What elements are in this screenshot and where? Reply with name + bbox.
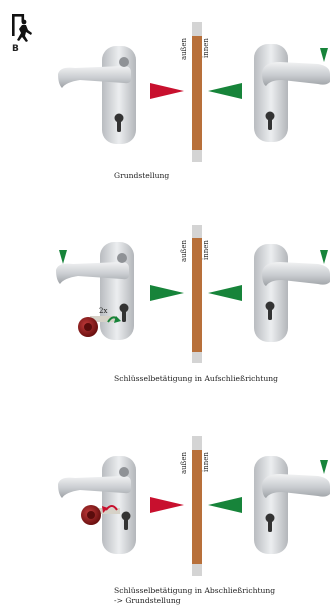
door-leaf-1 <box>192 36 202 150</box>
arrow-green-3 <box>208 497 242 513</box>
inside-handle-1 <box>254 44 330 142</box>
outside-label-1: außen <box>180 38 188 61</box>
direction-marker-2b <box>320 250 328 264</box>
step-3-illustration: außen innen <box>58 436 330 576</box>
outside-handle-2 <box>56 242 134 340</box>
step-1-illustration: außen innen <box>58 22 330 162</box>
emergency-exit-icon <box>12 14 32 42</box>
inside-label-1: innen <box>202 38 210 58</box>
door-leaf-3 <box>192 450 202 564</box>
arrow-red-3 <box>150 497 184 513</box>
key-icon-3 <box>81 505 120 525</box>
inside-handle-2 <box>254 244 330 342</box>
key-icon-2 <box>78 316 121 337</box>
step-1-caption: Grundstellung <box>114 171 169 180</box>
step-3-caption-line1: Schlüsselbetätigung in Abschließrichtung <box>114 586 275 595</box>
direction-marker-3 <box>320 460 328 474</box>
step-2-illustration: 2x außen innen <box>56 225 330 363</box>
outside-label-2: außen <box>180 240 188 263</box>
arrow-green-2b <box>208 285 242 301</box>
outside-handle-3 <box>58 456 136 554</box>
inside-label-2: innen <box>202 240 210 260</box>
door-leaf-2 <box>192 238 202 352</box>
outside-handle-1 <box>58 46 136 144</box>
arrow-green-1 <box>208 83 242 99</box>
arrow-green-2a <box>150 285 184 301</box>
outside-label-3: außen <box>180 452 188 475</box>
direction-marker-1 <box>320 48 328 62</box>
arrow-red-1 <box>150 83 184 99</box>
diagram-letter: B <box>12 44 19 54</box>
inside-handle-3 <box>254 456 330 554</box>
step-2-caption: Schlüsselbetätigung in Aufschließrichtun… <box>114 374 278 383</box>
direction-marker-2a <box>59 250 67 264</box>
step-3-caption-line2: -> Grundstellung <box>114 596 181 605</box>
turn-count-label: 2x <box>99 307 107 315</box>
inside-label-3: innen <box>202 452 210 472</box>
